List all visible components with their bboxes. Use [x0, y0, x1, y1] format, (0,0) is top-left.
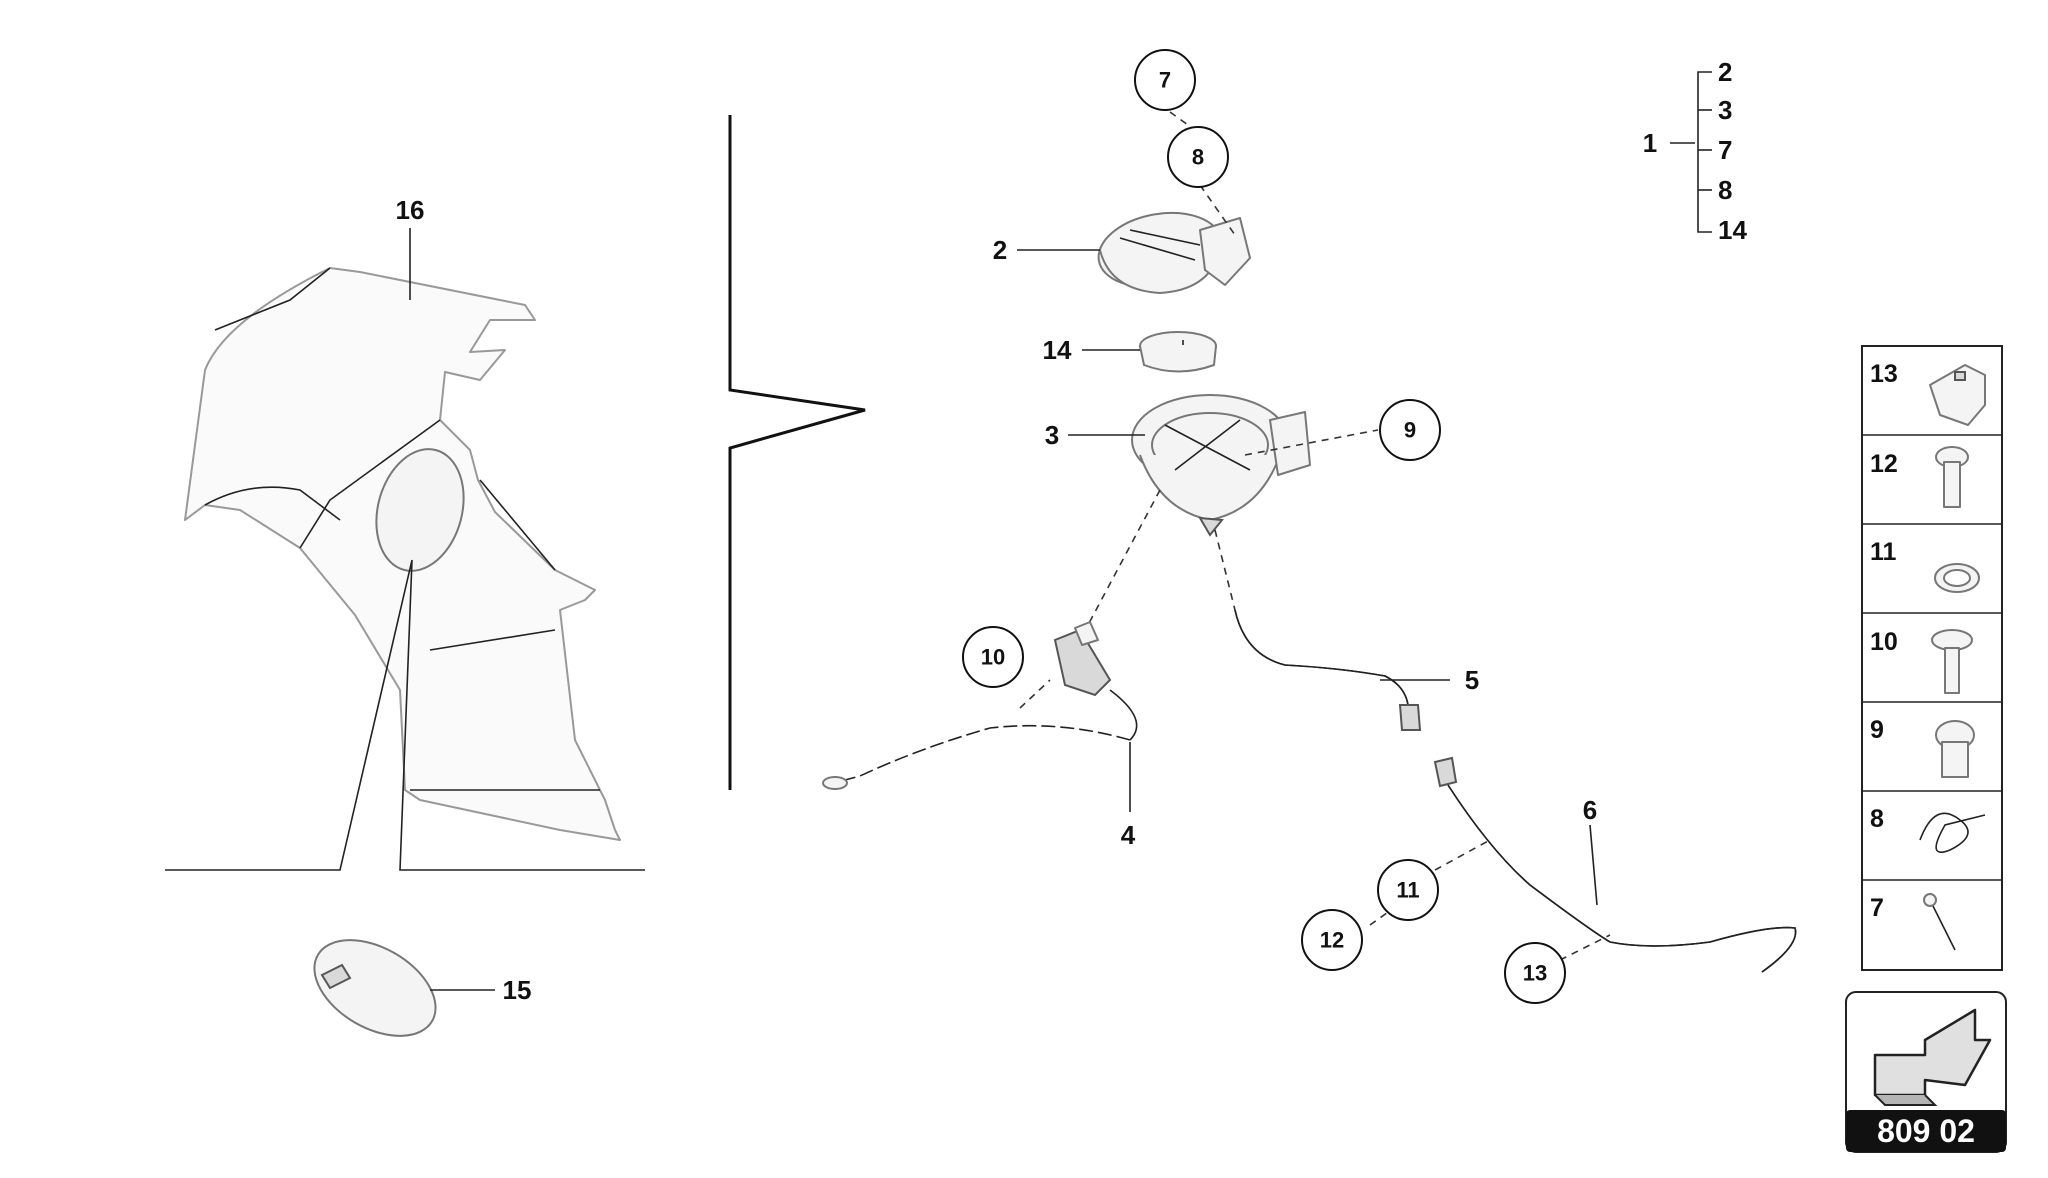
table-row: 8: [1870, 805, 1986, 853]
reference-code: 809 02: [1877, 1113, 1975, 1149]
svg-text:10: 10: [981, 645, 1005, 670]
table-row: 10: [1870, 628, 1973, 694]
filler-neck-housing: [1131, 394, 1311, 537]
fastener-table: 13 12 11 10 9 8 7: [1861, 345, 2003, 971]
label-6: 6: [1583, 795, 1597, 825]
svg-text:10: 10: [1870, 628, 1898, 656]
svg-text:13: 13: [1523, 961, 1547, 986]
clip-icon: [1929, 364, 1986, 426]
svg-text:9: 9: [1870, 716, 1884, 744]
svg-text:11: 11: [1870, 538, 1897, 566]
fuel-flap-disc: [313, 939, 437, 1037]
svg-text:11: 11: [1396, 878, 1419, 903]
callout-12: 12: [1301, 909, 1363, 971]
drain-hose: [1234, 609, 1422, 731]
tree-parent: 1: [1643, 128, 1657, 158]
svg-text:13: 13: [1870, 360, 1898, 388]
hose-clamp-icon: [1934, 563, 1980, 593]
callout-9: 9: [1379, 399, 1441, 461]
svg-text:12: 12: [1320, 928, 1344, 953]
table-row: 12: [1870, 446, 1969, 508]
svg-text:9: 9: [1404, 418, 1416, 443]
tree-child-4: 8: [1718, 175, 1732, 205]
table-row: 11: [1870, 538, 1980, 593]
label-4: 4: [1121, 820, 1136, 850]
label-14: 14: [1043, 335, 1072, 365]
assembly-tree: 1 2 3 7 8 14: [1643, 57, 1748, 245]
tree-child-2: 3: [1718, 95, 1732, 125]
table-row: 7: [1870, 893, 1956, 951]
tree-child-5: 14: [1718, 215, 1747, 245]
label-3: 3: [1045, 420, 1059, 450]
release-actuator: [822, 621, 1138, 790]
rear-quarter-panel: [184, 267, 621, 841]
section-bracket: [728, 115, 866, 790]
label-16: 16: [396, 195, 425, 225]
pin-icon: [1923, 893, 1956, 951]
table-row: 9: [1870, 716, 1975, 778]
drain-line: [1433, 756, 1797, 973]
callout-11: 11: [1377, 859, 1439, 921]
callout-10: 10: [962, 626, 1024, 688]
label-2: 2: [993, 235, 1007, 265]
callout-13: 13: [1504, 942, 1566, 1004]
spring-clip-icon: [1919, 812, 1986, 853]
svg-text:7: 7: [1159, 68, 1171, 93]
svg-text:8: 8: [1870, 805, 1884, 833]
filler-cap: [1139, 331, 1217, 373]
reference-box: 809 02: [1845, 991, 2007, 1153]
svg-text:8: 8: [1192, 145, 1204, 170]
label-15: 15: [503, 975, 532, 1005]
svg-text:12: 12: [1870, 450, 1898, 478]
tree-child-1: 2: [1718, 57, 1732, 87]
label-5: 5: [1465, 665, 1479, 695]
svg-text:7: 7: [1870, 894, 1884, 922]
bolt-icon: [1935, 446, 1969, 508]
callout-8: 8: [1167, 126, 1229, 188]
table-row: 13: [1870, 360, 1986, 426]
section-pointer: [165, 559, 645, 871]
screw-icon: [1931, 629, 1973, 694]
grommet-icon: [1935, 720, 1975, 778]
arrow-icon: [1873, 1008, 1992, 1106]
callout-7: 7: [1134, 49, 1196, 111]
tree-child-3: 7: [1718, 135, 1732, 165]
fuel-door-housing: [1097, 211, 1251, 294]
